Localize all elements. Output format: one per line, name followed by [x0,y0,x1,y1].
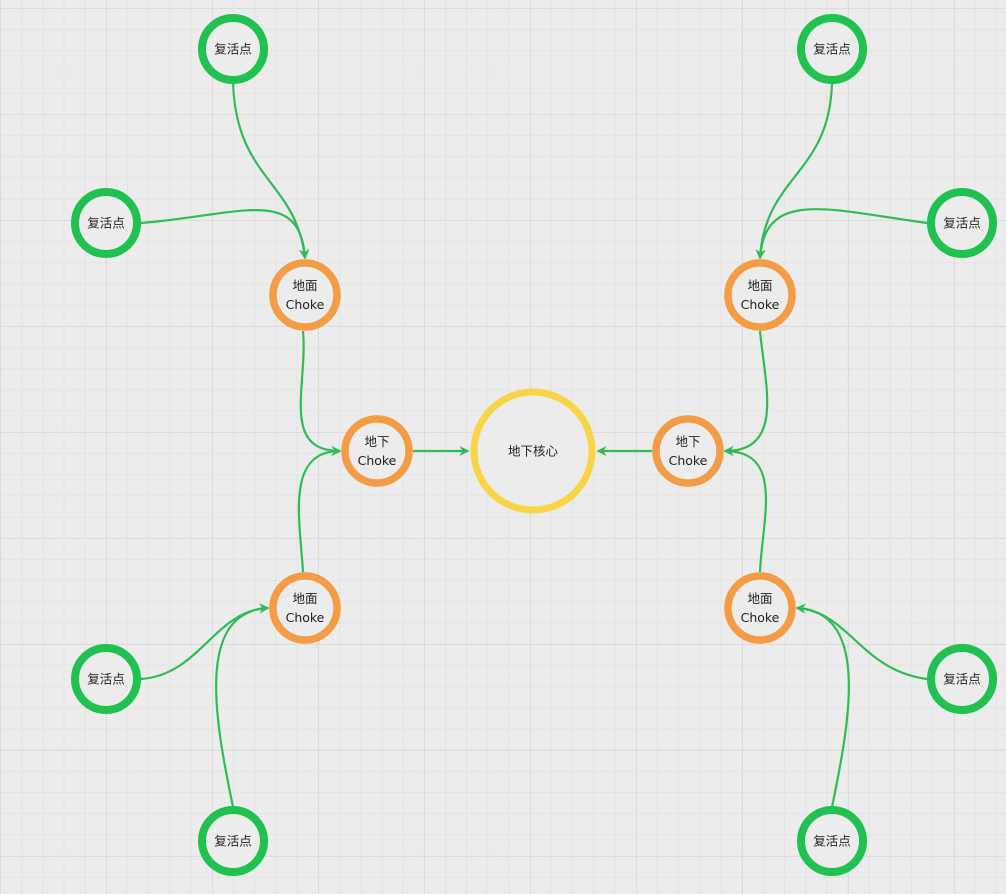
choke-ring [724,572,796,644]
node-label: 复活点 [87,216,125,231]
respawn-ring [797,806,867,876]
choke-ring [269,572,341,644]
connector-arrow-respawn-tr-side-to-ground-choke-tr [755,208,928,260]
node-respawn-br-bottom[interactable]: 复活点 [797,806,867,876]
connector-arrow-ground-choke-bl-to-underground-choke-left [297,446,342,573]
connector-arrow-ground-choke-br-to-underground-choke-right [723,446,768,573]
connector-arrow-respawn-bl-bottom-to-ground-choke-bl [215,603,270,808]
node-ground-choke-tl[interactable]: 地面 Choke [269,259,341,331]
respawn-ring [927,188,997,258]
node-respawn-tl-top[interactable]: 复活点 [198,14,268,84]
connector-arrow-ground-choke-tr-to-underground-choke-right [723,330,769,456]
node-label: Choke [741,297,780,312]
choke-ring [652,415,724,487]
connector-arrow-respawn-br-side-to-ground-choke-br [795,603,928,681]
node-respawn-br-side[interactable]: 复活点 [927,644,997,714]
respawn-ring [71,644,141,714]
connector-arrow-respawn-tr-top-to-ground-choke-tr [755,81,834,260]
node-respawn-tl-side[interactable]: 复活点 [71,188,141,258]
node-label: 地下 [364,434,389,449]
node-label: Choke [741,610,780,625]
node-label: 复活点 [813,834,851,849]
node-respawn-bl-bottom[interactable]: 复活点 [198,806,268,876]
node-label: 复活点 [943,216,981,231]
connector-arrow-respawn-tl-side-to-ground-choke-tl [140,209,310,260]
node-respawn-bl-side[interactable]: 复活点 [71,644,141,714]
choke-ring [341,415,413,487]
respawn-ring [198,806,268,876]
connector-arrow-respawn-bl-side-to-ground-choke-bl [140,603,270,681]
node-ground-choke-tr[interactable]: 地面 Choke [724,259,796,331]
respawn-ring [797,14,867,84]
node-label: 复活点 [214,834,252,849]
node-underground-choke-right[interactable]: 地下 Choke [652,415,724,487]
node-underground-core[interactable]: 地下核心 [470,388,596,514]
node-ground-choke-bl[interactable]: 地面 Choke [269,572,341,644]
node-label: 地面 [747,591,772,606]
node-label: Choke [286,610,325,625]
node-label: 地面 [292,591,317,606]
connector-arrow-respawn-tl-top-to-ground-choke-tl [231,81,309,260]
node-underground-choke-left[interactable]: 地下 Choke [341,415,413,487]
choke-ring [269,259,341,331]
node-label: 复活点 [87,672,125,687]
core-ring [470,388,596,514]
connector-arrow-ground-choke-tl-to-underground-choke-left [299,330,342,456]
node-label: 地面 [292,278,317,293]
connector-arrow-respawn-br-bottom-to-ground-choke-br [795,603,850,808]
respawn-ring [71,188,141,258]
node-label: 复活点 [214,42,252,57]
node-label: 地下 [675,434,700,449]
respawn-ring [927,644,997,714]
node-respawn-tr-side[interactable]: 复活点 [927,188,997,258]
node-ground-choke-br[interactable]: 地面 Choke [724,572,796,644]
respawn-ring [198,14,268,84]
node-label: 复活点 [813,42,851,57]
choke-ring [724,259,796,331]
node-label: Choke [669,453,708,468]
node-respawn-tr-top[interactable]: 复活点 [797,14,867,84]
nodes-layer: 复活点复活点地面Choke复活点复活点地面Choke地下Choke地下核心地下C… [71,14,997,876]
node-label: 复活点 [943,672,981,687]
node-label: Choke [286,297,325,312]
node-label: 地面 [747,278,772,293]
edges-layer [140,81,928,808]
node-label: Choke [358,453,397,468]
node-label: 地下核心 [508,444,559,459]
